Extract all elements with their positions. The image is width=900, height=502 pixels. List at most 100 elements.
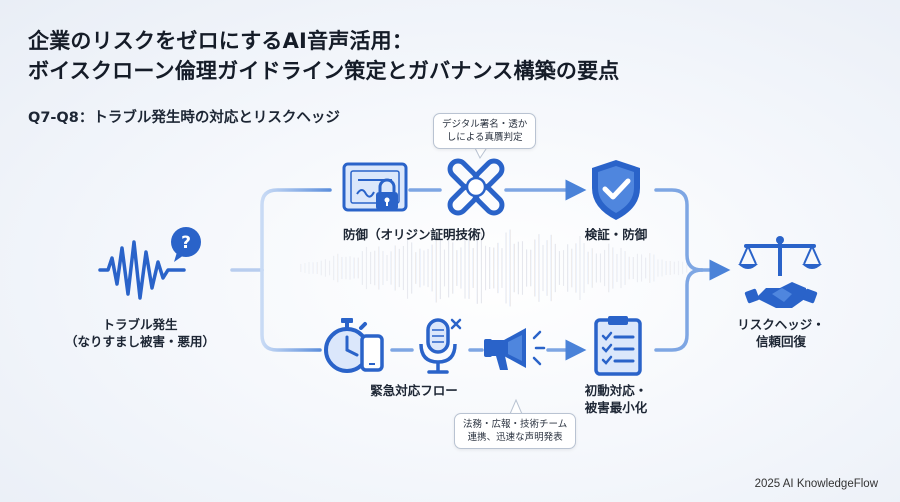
waveform-bar xyxy=(451,242,454,294)
waveform-bar xyxy=(653,254,655,282)
waveform-bar xyxy=(443,249,446,287)
top-callout-line-1: デジタル署名・透か xyxy=(442,119,528,130)
waveform-bar xyxy=(386,254,388,282)
top-callout-pointer xyxy=(473,145,489,159)
waveform-bar xyxy=(480,232,483,304)
stopwatch-phone-icon xyxy=(324,318,384,373)
waveform-bar xyxy=(546,240,548,296)
waveform-bar xyxy=(587,251,589,285)
waveform-bar xyxy=(456,250,458,286)
waveform-bar xyxy=(390,251,392,285)
merge-bottom xyxy=(654,268,704,352)
waveform-bar xyxy=(324,259,327,277)
flow-lines xyxy=(230,179,731,361)
waveform-bar xyxy=(513,243,516,293)
waveform-bar xyxy=(542,244,544,292)
waveform-bar xyxy=(575,243,577,293)
waveform-bar xyxy=(599,253,602,283)
waveform-bar xyxy=(488,247,491,289)
waveform-bar xyxy=(628,256,631,280)
waveform-bar xyxy=(677,260,680,276)
emergency-label: 緊急対応フロー xyxy=(370,383,458,398)
waveform-bar xyxy=(538,234,540,302)
waveform-bar xyxy=(419,248,421,288)
waveform-bar xyxy=(534,239,536,297)
waveform-bar xyxy=(353,257,355,279)
waveform-bar xyxy=(616,253,618,283)
waveform-bar xyxy=(648,253,651,283)
sound-wave-question-icon: ? xyxy=(98,227,201,300)
branch-top xyxy=(260,188,332,272)
title-line-1: 企業のリスクをゼロにするAI音声活用： xyxy=(28,29,414,53)
waveform-bar xyxy=(644,257,647,279)
waveform-bar xyxy=(624,251,626,285)
waveform-bar xyxy=(300,264,302,272)
waveform-bar xyxy=(554,243,557,293)
waveform-bar xyxy=(661,259,663,277)
initial-label-line-2: 被害最小化 xyxy=(584,400,648,415)
waveform-bar xyxy=(579,235,581,301)
waveform-bar xyxy=(476,232,479,304)
bottom-callout-line-2: 連携、迅速な声明発表 xyxy=(467,432,563,443)
waveform-bar xyxy=(640,254,643,282)
waveform-bar xyxy=(492,247,495,289)
waveform-bar xyxy=(505,232,507,304)
waveform-bar xyxy=(484,245,487,291)
waveform-bar xyxy=(406,237,409,299)
waveform-bar xyxy=(525,249,528,287)
shield-check-icon xyxy=(592,160,640,220)
waveform-bar xyxy=(497,242,499,294)
top-callout: デジタル署名・透か しによる真贋判定 xyxy=(433,113,537,149)
waveform-bar xyxy=(685,263,688,273)
waveform-bar xyxy=(361,251,364,285)
waveform-bar xyxy=(566,244,569,292)
waveform-bar xyxy=(402,245,405,291)
waveform-bar xyxy=(332,255,335,281)
waveform-bar xyxy=(657,259,659,277)
waveform-bar xyxy=(308,262,310,274)
waveform-bar xyxy=(369,251,372,285)
waveform-bar xyxy=(669,260,672,276)
waveform-bar xyxy=(570,248,573,288)
waveform-bar xyxy=(365,246,368,290)
waveform-bar xyxy=(336,253,339,283)
merge-top xyxy=(654,188,704,272)
waveform-bar xyxy=(472,248,475,288)
waveform-bar xyxy=(304,263,306,273)
waveform-bar xyxy=(529,249,532,287)
bottom-callout-pointer xyxy=(509,398,523,415)
final-label-line-2: 信頼回復 xyxy=(755,334,806,349)
svg-text:?: ? xyxy=(181,233,191,253)
waveform-bar xyxy=(460,247,462,289)
waveform-bar xyxy=(562,250,565,286)
section-subtitle: Q7-Q8：トラブル発生時の対応とリスクヘッジ xyxy=(28,110,340,126)
waveform-bar xyxy=(435,233,438,303)
start-label: トラブル発生 （なりすまし被害・悪用） xyxy=(62,316,218,350)
broken-chain-icon xyxy=(447,158,505,216)
defense-label: 防御（オリジン証明技術） xyxy=(342,227,493,242)
waveform-bar xyxy=(410,242,413,294)
waveform-bar xyxy=(431,244,433,292)
waveform-bar xyxy=(517,241,520,295)
waveform-bar xyxy=(509,229,511,307)
waveform-bar xyxy=(550,234,553,302)
muted-microphone-icon xyxy=(419,318,462,374)
initial-label-line-1: 初動対応・ xyxy=(584,383,648,398)
waveform-bar xyxy=(501,248,503,288)
waveform-bar xyxy=(316,262,319,274)
waveform-bar xyxy=(423,250,425,286)
waveform-bar xyxy=(328,260,331,276)
waveform-bar xyxy=(612,247,614,289)
footer-credit: 2025 AI KnowledgeFlow xyxy=(754,478,878,490)
title-line-2: ボイスクローン倫理ガイドライン策定とガバナンス構築の要点 xyxy=(28,59,620,83)
waveform-bar xyxy=(464,237,466,299)
waveform-bar xyxy=(603,249,606,287)
waveform-bar xyxy=(558,251,561,285)
waveform-bar xyxy=(620,247,622,289)
bottom-callout: 法務・広報・技術チーム 連携、迅速な声明発表 xyxy=(454,413,577,449)
certificate-lock-icon xyxy=(342,162,408,212)
start-label-line-2: （なりすまし被害・悪用） xyxy=(64,334,215,349)
waveform-bar xyxy=(595,253,598,283)
clipboard-checklist-icon xyxy=(594,316,642,376)
